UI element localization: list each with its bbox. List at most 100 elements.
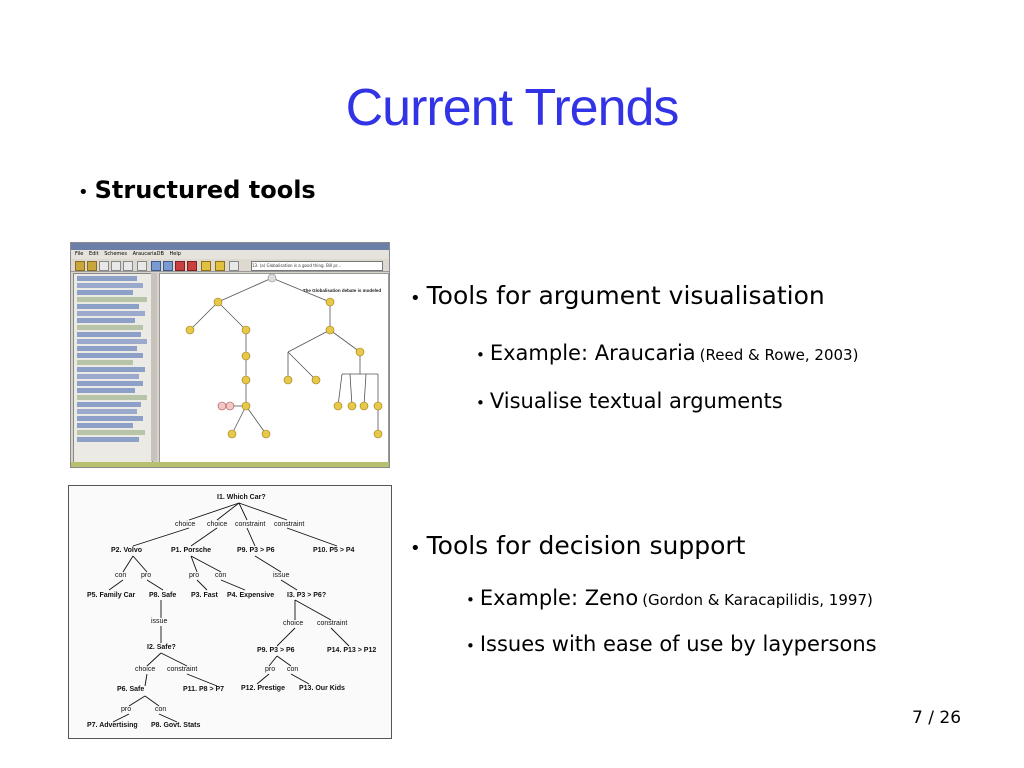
tool-icon	[123, 261, 133, 271]
zeno-node: P5. Family Car	[87, 592, 136, 599]
text-line	[77, 367, 145, 372]
tool-icon	[75, 261, 85, 271]
page-total: 26	[939, 708, 962, 728]
menu-bar: File Edit Schemes AraucariaDB Help	[71, 250, 389, 259]
zeno-node: P14. P13 > P12	[327, 647, 377, 654]
status-bar	[71, 462, 389, 467]
edge-label: issue	[273, 572, 290, 579]
zeno-screenshot: I1. Which Car? choice choice constraint …	[68, 485, 392, 739]
zeno-node: P6. Safe	[117, 686, 145, 693]
zeno-node: P10. P5 > P4	[313, 547, 355, 554]
text-line	[77, 339, 147, 344]
zeno-node: P3. Fast	[191, 592, 218, 599]
menu-item: AraucariaDB	[132, 251, 164, 257]
edge-label: con	[287, 666, 299, 673]
bullet-dot: •	[410, 288, 421, 309]
menu-item: Edit	[88, 251, 99, 257]
tool-icon	[99, 261, 109, 271]
zeno-node: P9. P3 > P6	[237, 547, 275, 554]
tool-icon	[229, 261, 239, 271]
section1-bullet: •Tools for argument visualisation	[410, 281, 825, 310]
zeno-node: P9. P3 > P6	[257, 647, 295, 654]
text-line	[77, 276, 137, 281]
bullet-dot: •	[410, 538, 421, 559]
menu-item: File	[75, 251, 84, 257]
zeno-node: P12. Prestige	[241, 685, 285, 692]
text-line	[77, 416, 143, 421]
edge-label: constraint	[317, 620, 348, 627]
edge-label: con	[215, 572, 227, 579]
bullet-dot: •	[466, 591, 475, 609]
tool-icon	[111, 261, 121, 271]
text-line	[77, 423, 133, 428]
section2-bullet-text: Tools for decision support	[426, 531, 746, 560]
text-line	[77, 297, 147, 302]
text-line	[77, 374, 139, 379]
section1-sub2: •Visualise textual arguments	[476, 389, 783, 413]
zeno-node: P11. P8 > P7	[183, 686, 225, 693]
section1-sub1-text: Example: Araucaria	[489, 341, 696, 365]
text-line	[77, 395, 147, 400]
section2-sub2: •Issues with ease of use by laypersons	[466, 632, 877, 656]
canvas-caption: The Globalisation debate is modeled	[303, 288, 382, 293]
section2-sub2-text: Issues with ease of use by laypersons	[479, 632, 877, 656]
section2-sub1: •Example: Zeno(Gordon & Karacapilidis, 1…	[466, 586, 873, 610]
zeno-node: P8. Govt. Stats	[151, 722, 201, 729]
text-line	[77, 402, 141, 407]
menu-item: Help	[169, 251, 181, 257]
bullet-dot: •	[466, 637, 475, 655]
zeno-node: P4. Expensive	[227, 592, 275, 599]
tool-icon	[87, 261, 97, 271]
page-current: 7	[912, 708, 923, 728]
edge-label: con	[115, 572, 127, 579]
edge-label: choice	[207, 521, 228, 528]
text-line	[77, 437, 139, 442]
text-line	[77, 353, 143, 358]
edge-label: issue	[151, 618, 168, 625]
page-separator: /	[922, 708, 940, 728]
tool-icon	[201, 261, 211, 271]
text-line	[77, 325, 143, 330]
toolbar: 13. (a) Globalisation is a good thing. B…	[71, 259, 389, 272]
section2-bullet: •Tools for decision support	[410, 531, 745, 560]
menu-item: Schemes	[104, 251, 127, 257]
zeno-node: P7. Advertising	[87, 722, 138, 729]
tool-icon	[187, 261, 197, 271]
tool-icon	[175, 261, 185, 271]
bullet-dot: •	[78, 182, 89, 203]
tool-icon	[215, 261, 225, 271]
text-line	[77, 318, 135, 323]
edge-label: con	[155, 706, 167, 713]
text-line	[77, 360, 133, 365]
zeno-node: P13. Our Kids	[299, 685, 345, 692]
argument-tree: The Globalisation debate is modeled	[185, 273, 383, 439]
text-line	[77, 388, 135, 393]
edge-label: pro	[141, 572, 152, 579]
zeno-node: P2. Volvo	[111, 547, 142, 554]
edge-label: choice	[175, 521, 196, 528]
text-line	[77, 311, 145, 316]
zeno-node: P1. Porsche	[171, 547, 212, 554]
tool-icon	[163, 261, 173, 271]
text-line	[77, 346, 137, 351]
text-pane	[73, 273, 153, 463]
section1-sub1: •Example: Araucaria(Reed & Rowe, 2003)	[476, 341, 858, 365]
edge-label: choice	[283, 620, 304, 627]
edge-label: constraint	[274, 521, 305, 528]
text-line	[77, 381, 143, 386]
tool-icon	[151, 261, 161, 271]
zeno-node: P8. Safe	[149, 592, 177, 599]
section2-sub1-citation: (Gordon & Karacapilidis, 1997)	[642, 591, 873, 609]
zeno-tree-lines	[108, 502, 350, 723]
bullet-dot: •	[476, 346, 485, 364]
edge-label: pro	[265, 666, 276, 673]
edge-label: constraint	[167, 666, 198, 673]
section1-bullet-text: Tools for argument visualisation	[426, 281, 825, 310]
araucaria-screenshot: File Edit Schemes AraucariaDB Help 13. (…	[70, 242, 390, 468]
slide-title: Current Trends	[345, 79, 680, 137]
page-number: 7 / 26	[912, 708, 961, 728]
main-bullet: •Structured tools	[78, 176, 316, 204]
text-line	[77, 409, 137, 414]
section1-sub2-text: Visualise textual arguments	[489, 389, 783, 413]
zeno-node: I3. P3 > P6?	[287, 592, 327, 599]
